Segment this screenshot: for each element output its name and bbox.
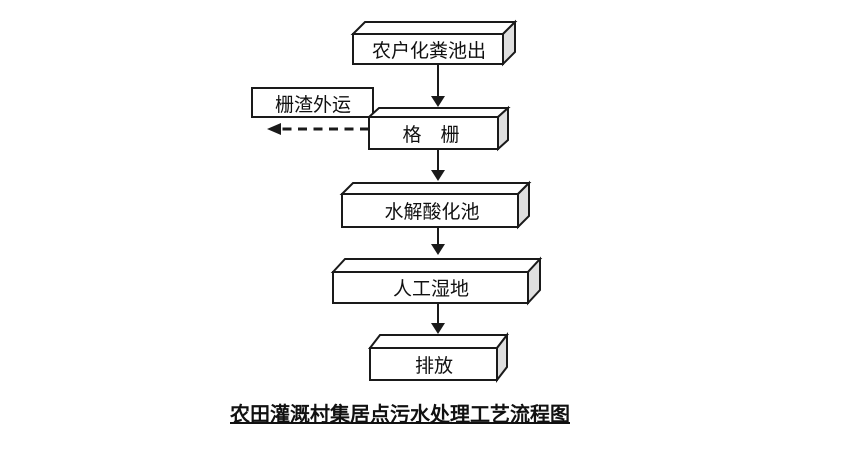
diagram-caption: 农田灌溉村集居点污水处理工艺流程图 <box>229 402 570 426</box>
box3d-top-face <box>339 182 532 195</box>
node-septic-tank-outflow: 农户化粪池出 <box>350 19 518 67</box>
arrow-screen-to-hydrolysis <box>431 149 445 181</box>
node-label-hydrolysis: 水解酸化池 <box>384 201 479 223</box>
box3d-front-face <box>352 33 504 65</box>
arrow-wetland-to-discharge <box>431 303 445 334</box>
box3d-front-face <box>332 271 529 304</box>
node-label-residue: 栅渣外运 <box>275 94 351 116</box>
node-hydrolysis-tank: 水解酸化池 <box>339 180 532 230</box>
node-constructed-wetland: 人工湿地 <box>330 256 543 306</box>
node-bar-screen: 格 栅 <box>366 105 511 152</box>
arrow-head <box>431 96 445 107</box>
arrow-screen-to-residue-dashed <box>267 123 369 135</box>
arrow-septic-to-screen <box>431 64 445 107</box>
arrow-hydrolysis-to-wetland <box>431 227 445 255</box>
rect-box <box>251 87 374 118</box>
node-residue-removal: 栅渣外运 <box>251 87 374 118</box>
box3d-top-face <box>367 334 510 349</box>
node-label-septic: 农户化粪池出 <box>372 40 486 62</box>
arrow-head <box>431 170 445 181</box>
box3d-front-face <box>369 347 498 381</box>
box3d-front-face <box>341 193 519 228</box>
node-discharge: 排放 <box>367 332 510 383</box>
box3d-front-face <box>368 116 499 150</box>
arrow-head <box>431 244 445 255</box>
node-label-discharge: 排放 <box>415 355 453 377</box>
node-label-screen: 格 栅 <box>402 124 459 146</box>
arrow-head <box>431 323 445 334</box>
node-label-wetland: 人工湿地 <box>393 278 469 300</box>
dashed-arrow-head <box>267 123 281 135</box>
box3d-top-face <box>330 258 543 273</box>
box3d-top-face <box>366 107 511 118</box>
box3d-top-face <box>350 21 518 35</box>
